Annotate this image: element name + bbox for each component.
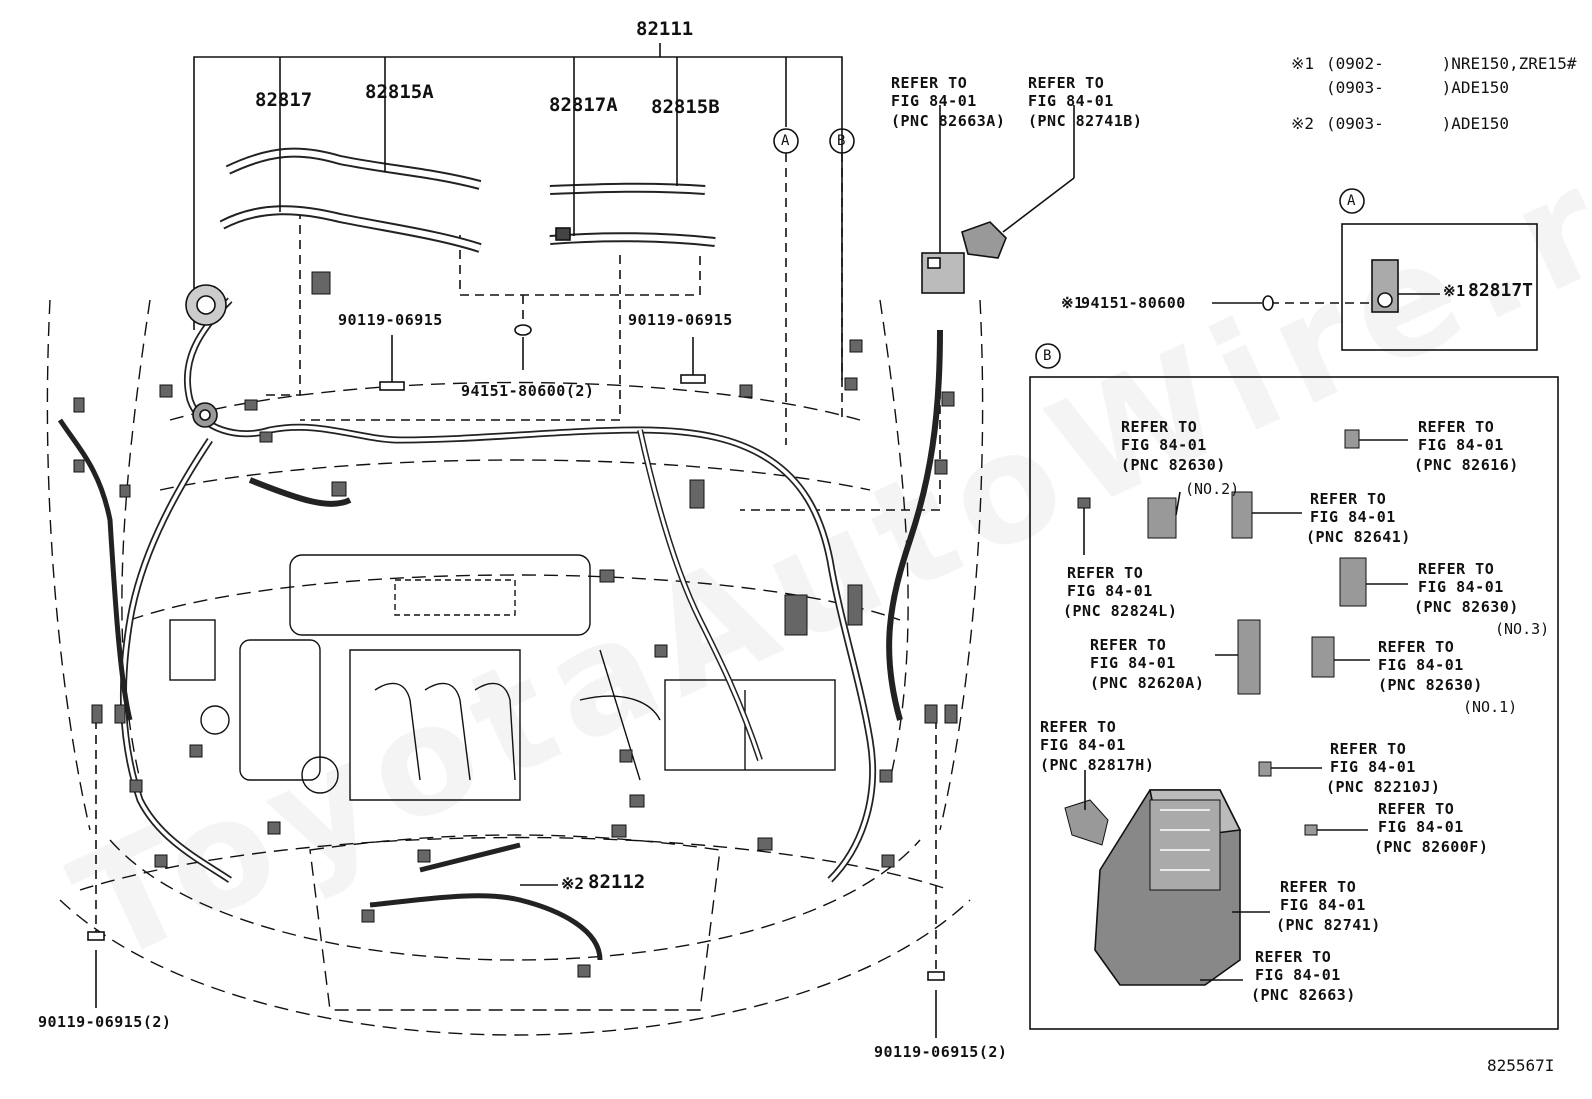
refer-82630-3-line3: (PNC 82630)	[1414, 598, 1519, 616]
refer-leaders	[1083, 439, 1408, 981]
clip-center-label: 94151-80600(2)	[461, 382, 595, 400]
refer-82824l-line1: REFER TO	[1067, 564, 1144, 582]
refer-82741b-line2: FIG 84-01	[1028, 92, 1114, 110]
part-82815b-label: 82815B	[651, 96, 720, 118]
refer-82641-line1: REFER TO	[1310, 490, 1387, 508]
detail-b-callout: B	[1043, 348, 1052, 364]
engine-room-harness	[57, 297, 943, 961]
refer-82630-1-line3: (PNC 82630)	[1378, 676, 1483, 694]
refer-82600f-line2: FIG 84-01	[1378, 818, 1464, 836]
refer-82663a-line3: (PNC 82663A)	[891, 112, 1006, 130]
note-1-line-2: (0903- )ADE150	[1326, 78, 1510, 97]
refer-82663a-line1: REFER TO	[891, 74, 968, 92]
refer-82741b-line3: (PNC 82741B)	[1028, 112, 1143, 130]
refer-82817h-line1: REFER TO	[1040, 718, 1117, 736]
callout-a: A	[781, 133, 790, 149]
detail-b-frame	[1029, 376, 1559, 1030]
engine-block	[169, 554, 836, 801]
refer-82630-2-line2: FIG 84-01	[1121, 436, 1207, 454]
callout-a-detail-bubble	[1339, 188, 1365, 214]
refer-82210j-line1: REFER TO	[1330, 740, 1407, 758]
refer-82824l-line3: (PNC 82824L)	[1063, 602, 1178, 620]
refer-82641-line3: (PNC 82641)	[1306, 528, 1411, 546]
note-1-mark: ※1	[1291, 54, 1315, 73]
bolts	[87, 324, 945, 981]
callout-dashed-lines	[95, 153, 1372, 980]
refer-82600f-line1: REFER TO	[1378, 800, 1455, 818]
refer-82641-line2: FIG 84-01	[1310, 508, 1396, 526]
part-82111-label: 82111	[636, 18, 694, 40]
refer-82663-line1: REFER TO	[1255, 948, 1332, 966]
refer-82663-line2: FIG 84-01	[1255, 966, 1341, 984]
refer-82600f-line3: (PNC 82600F)	[1374, 838, 1489, 856]
refer-82616-line3: (PNC 82616)	[1414, 456, 1519, 474]
refer-82616-line2: FIG 84-01	[1418, 436, 1504, 454]
refer-82616-line1: REFER TO	[1418, 418, 1495, 436]
bolt-right-label: 90119-06915	[628, 311, 733, 329]
refer-82630-3-line4: (NO.3)	[1495, 620, 1550, 638]
detail-a-parts	[1212, 259, 1440, 313]
harness-82817	[219, 88, 482, 253]
bolt-bottom-left-label: 90119-06915(2)	[38, 1013, 172, 1031]
refer-82663-line3: (PNC 82663)	[1251, 986, 1356, 1004]
refer-82824l-line2: FIG 84-01	[1067, 582, 1153, 600]
refer-82817h-line2: FIG 84-01	[1040, 736, 1126, 754]
callout-b: B	[837, 133, 846, 149]
refer-82630-3-line2: FIG 84-01	[1418, 578, 1504, 596]
refer-82630-2-line4: (NO.2)	[1185, 480, 1240, 498]
refer-82741-line1: REFER TO	[1280, 878, 1357, 896]
relay-block-82741b	[961, 105, 1075, 259]
figure-code: 825567I	[1487, 1056, 1555, 1075]
harness-82815a	[225, 88, 482, 190]
refer-82620a-line1: REFER TO	[1090, 636, 1167, 654]
connectors	[73, 271, 1367, 978]
detail-a-frame	[1341, 223, 1538, 351]
part-82112-mark: ※2	[561, 874, 585, 893]
bolt-bottom-right-label: 90119-06915(2)	[874, 1043, 1008, 1061]
harness-82817a	[549, 88, 716, 247]
refer-82741-line2: FIG 84-01	[1280, 896, 1366, 914]
part-82815a-label: 82815A	[365, 81, 434, 103]
refer-82630-1-line4: (NO.1)	[1463, 698, 1518, 716]
part-82112-label: 82112	[588, 871, 646, 893]
refer-82630-1-line2: FIG 84-01	[1378, 656, 1464, 674]
part-82817a-label: 82817A	[549, 94, 618, 116]
detail-a-callout: A	[1347, 193, 1356, 209]
refer-82817h-line3: (PNC 82817H)	[1040, 756, 1155, 774]
harness-82815b	[549, 88, 706, 195]
bolt-left-label: 90119-06915	[338, 311, 443, 329]
detail-a-clip-label: 94151-80600	[1081, 294, 1186, 312]
refer-82630-1-line1: REFER TO	[1378, 638, 1455, 656]
refer-82630-3-line1: REFER TO	[1418, 560, 1495, 578]
detail-a-part-mark: ※1	[1443, 282, 1466, 300]
relay-block-82663a	[921, 105, 965, 294]
junction-block	[1094, 789, 1242, 986]
refer-82741b-line1: REFER TO	[1028, 74, 1105, 92]
refer-82210j-line3: (PNC 82210J)	[1326, 778, 1441, 796]
callout-b-detail-bubble	[1035, 343, 1061, 369]
refer-82620a-line3: (PNC 82620A)	[1090, 674, 1205, 692]
refer-82210j-line2: FIG 84-01	[1330, 758, 1416, 776]
part-82817-label: 82817	[255, 89, 313, 111]
refer-82663a-line2: FIG 84-01	[891, 92, 977, 110]
part-82817t-label: 82817T	[1468, 280, 1534, 301]
detail-a-clip-mark: ※1	[1061, 294, 1084, 312]
refer-82620a-line2: FIG 84-01	[1090, 654, 1176, 672]
refer-82741-line3: (PNC 82741)	[1276, 916, 1381, 934]
bolt-leaders	[95, 335, 937, 1038]
refer-82630-2-line3: (PNC 82630)	[1121, 456, 1226, 474]
refer-82630-2-line1: REFER TO	[1121, 418, 1198, 436]
note-2-line: (0903- )ADE150	[1326, 114, 1510, 133]
note-2-mark: ※2	[1291, 114, 1315, 133]
note-1-line-1: (0902- )NRE150,ZRE15#	[1326, 54, 1577, 73]
